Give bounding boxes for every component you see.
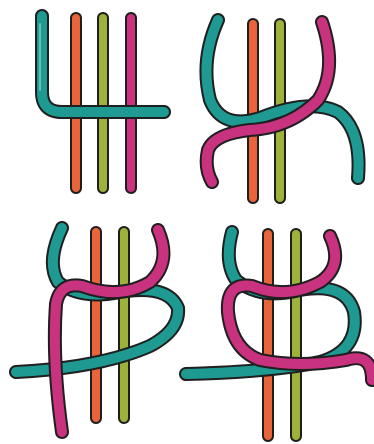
step-4-panel — [186, 232, 372, 436]
step-2-pink-cord — [207, 22, 329, 182]
step-1-panel — [40, 16, 164, 188]
step-3-panel — [16, 228, 178, 432]
step-2-panel — [206, 20, 358, 198]
step-3-pink-cord — [55, 230, 164, 432]
